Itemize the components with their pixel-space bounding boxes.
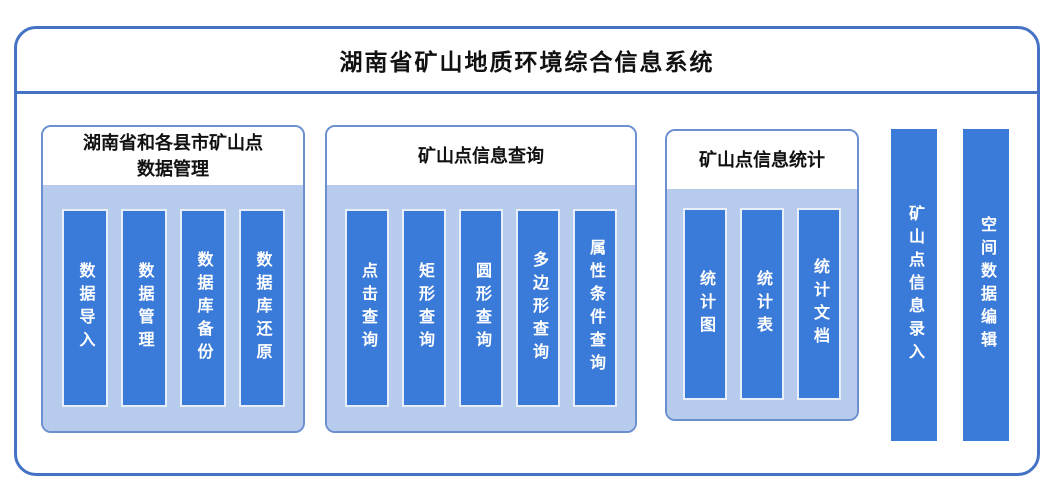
module-bar-database-restore: 数据库还原 <box>238 209 285 407</box>
module-bar-attribute-condition-query: 属性条件查询 <box>573 209 617 407</box>
group-title-line: 数据管理 <box>137 159 209 179</box>
module-bar-label: 圆形查询 <box>473 262 490 354</box>
group-title-line: 湖南省和各县市矿山点 <box>83 132 263 153</box>
group-mine-info-query-body: 点击查询 矩形查询 圆形查询 多边形查询 属性条件查询 <box>327 185 635 431</box>
group-mine-data-management: 湖南省和各县市矿山点 数据管理 数据导入 数据管理 数据库备份 数据库还原 <box>41 125 305 433</box>
system-title: 湖南省矿山地质环境综合信息系统 <box>339 49 715 75</box>
module-bar-data-import: 数据导入 <box>61 209 108 407</box>
system-frame: 湖南省矿山地质环境综合信息系统 湖南省和各县市矿山点 数据管理 数据导入 数据管… <box>14 26 1040 476</box>
module-bar-label: 数据管理 <box>135 262 153 354</box>
group-mine-info-statistics-body: 统计图 统计表 统计文档 <box>667 189 857 419</box>
module-bar-mine-info-entry: 矿山点信息录入 <box>891 129 937 441</box>
group-mine-info-query: 矿山点信息查询 点击查询 矩形查询 圆形查询 多边形查询 属性条件查询 <box>325 125 637 433</box>
module-bar-label: 空间数据编辑 <box>978 216 995 354</box>
group-mine-data-management-body: 数据导入 数据管理 数据库备份 数据库还原 <box>43 185 303 431</box>
group-mine-info-statistics-title: 矿山点信息统计 <box>667 131 857 189</box>
module-bar-label: 属性条件查询 <box>587 239 604 377</box>
module-bar-label: 多边形查询 <box>530 250 547 366</box>
module-bar-label: 统计图 <box>697 269 714 339</box>
group-mine-info-statistics: 矿山点信息统计 统计图 统计表 统计文档 <box>665 129 859 421</box>
group-mine-data-management-title: 湖南省和各县市矿山点 数据管理 <box>43 127 303 185</box>
module-bar-data-management: 数据管理 <box>120 209 167 407</box>
module-bar-statistics-document: 统计文档 <box>797 208 841 400</box>
module-bar-label: 数据导入 <box>76 262 94 354</box>
group-title-line: 矿山点信息统计 <box>699 149 825 170</box>
module-bar-database-backup: 数据库备份 <box>179 209 226 407</box>
module-bar-label: 统计表 <box>754 269 771 339</box>
title-divider <box>17 91 1037 94</box>
module-bar-label: 统计文档 <box>811 258 828 350</box>
module-bar-label: 数据库备份 <box>194 250 212 366</box>
module-bar-rectangle-query: 矩形查询 <box>402 209 446 407</box>
module-bar-click-query: 点击查询 <box>345 209 389 407</box>
group-title-line: 矿山点信息查询 <box>418 145 544 166</box>
module-bar-spatial-data-editing: 空间数据编辑 <box>963 129 1009 441</box>
module-bar-statistics-chart: 统计图 <box>683 208 727 400</box>
module-bar-polygon-query: 多边形查询 <box>516 209 560 407</box>
module-bar-label: 点击查询 <box>359 262 376 354</box>
module-bar-statistics-table: 统计表 <box>740 208 784 400</box>
group-mine-info-query-title: 矿山点信息查询 <box>327 127 635 185</box>
module-bar-label: 数据库还原 <box>253 250 271 366</box>
module-bar-label: 矩形查询 <box>416 262 433 354</box>
module-bar-circle-query: 圆形查询 <box>459 209 503 407</box>
module-bar-label: 矿山点信息录入 <box>906 204 923 366</box>
